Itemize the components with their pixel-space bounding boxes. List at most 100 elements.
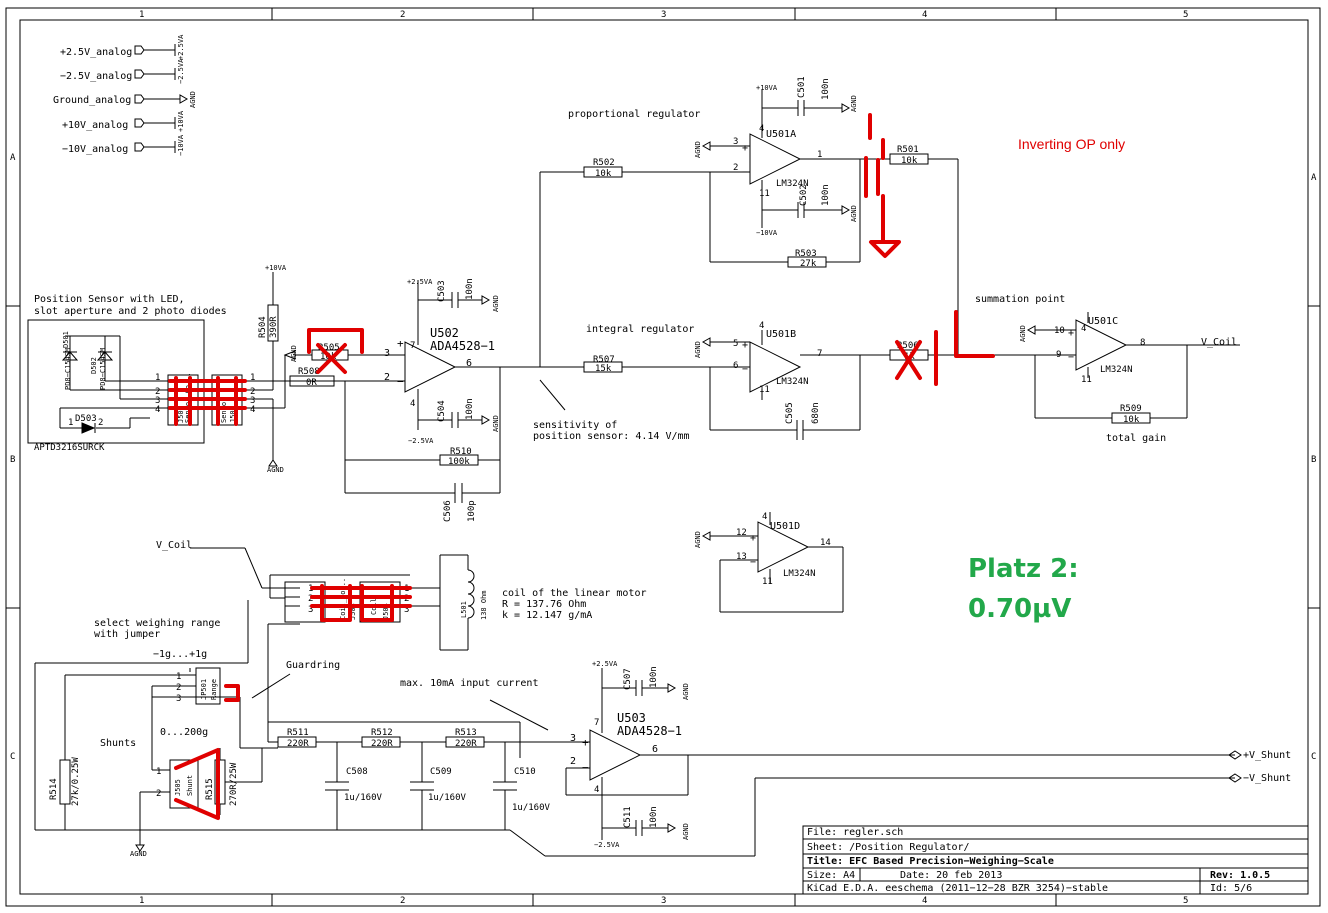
regulators: proportional regulator integral regulato…	[539, 76, 959, 440]
ref-label: R507	[593, 355, 615, 365]
pin-num: 1	[68, 418, 73, 428]
svg-text:−: −	[750, 557, 756, 568]
frame-col-label: 1	[139, 896, 144, 906]
power-symbol: AGND	[850, 95, 858, 112]
coil-note: k = 12.147 g/mA	[502, 610, 592, 621]
ref-label: R505	[318, 343, 340, 353]
svg-text:3: 3	[733, 137, 738, 147]
value-label: 220R	[287, 739, 309, 749]
red-markup	[168, 113, 995, 820]
svg-text:4: 4	[1081, 324, 1086, 334]
svg-text:12: 12	[736, 528, 747, 538]
frame-col-label: 2	[400, 10, 405, 20]
pin-num: 2	[155, 387, 160, 397]
net-label: V_Coil	[156, 540, 192, 551]
tb-rev: Rev: 1.0.5	[1210, 870, 1270, 881]
value-label: 100n	[465, 278, 475, 300]
value-label: 270R/25W	[229, 762, 239, 806]
tb-file: File: regler.sch	[807, 827, 903, 838]
value-label: 10k	[595, 169, 612, 179]
frame-col-label: 4	[922, 10, 927, 20]
svg-text:+: +	[742, 143, 748, 154]
sheet-frame: 1 2 3 4 5 1 2 3 4 5 A B C A B C	[5, 7, 1321, 907]
value-label: 220R	[455, 739, 477, 749]
weigh-note: with jumper	[94, 629, 160, 640]
frame-col-label: 5	[1183, 896, 1188, 906]
value-label: 100n	[649, 806, 659, 828]
power-symbol: AGND	[290, 345, 298, 362]
ref-label: R514	[49, 778, 59, 800]
value-label: LM324N	[783, 569, 816, 579]
svg-text:4: 4	[250, 405, 255, 415]
svg-text:11: 11	[759, 385, 770, 395]
value-label: 100n	[649, 666, 659, 688]
value-label: LM324N	[1100, 365, 1133, 375]
frame-col-label: 3	[661, 896, 666, 906]
tb-id: Id: 5/6	[1210, 883, 1252, 894]
tb-kicad: KiCad E.D.A. eeschema (2011−12−28 BZR 32…	[807, 883, 1108, 894]
frame-col-label: 5	[1183, 10, 1188, 20]
platz-title: Platz 2:	[968, 554, 1079, 584]
power-label: −10V_analog	[62, 144, 128, 155]
pin-num: 2	[98, 418, 103, 428]
platz-value: 0.70µV	[968, 594, 1071, 624]
svg-text:3: 3	[308, 605, 313, 615]
svg-text:3: 3	[176, 694, 181, 704]
value-label: 10k	[1123, 415, 1140, 425]
value-label: 100p	[467, 500, 477, 522]
svg-text:4: 4	[410, 399, 415, 409]
ref-label: C509	[430, 767, 452, 777]
power-symbol: AGND	[694, 531, 702, 548]
shunts-note: Shunts	[100, 738, 136, 749]
svg-text:2: 2	[733, 163, 738, 173]
value-label: 220R	[371, 739, 393, 749]
power-symbol: −10VA	[756, 229, 778, 237]
power-symbol: +10VA	[756, 84, 778, 92]
net-label: −V_Shunt	[1243, 773, 1291, 784]
value-label: 680n	[811, 402, 821, 424]
power-symbol: −2.5VA	[177, 58, 185, 84]
value-label: 100n	[821, 184, 831, 206]
value-label: PD8−C154SM	[64, 348, 72, 390]
sensor-note: slot aperture and 2 photo diodes	[34, 306, 227, 317]
svg-text:6: 6	[466, 358, 472, 369]
ref-label: R506	[897, 341, 919, 351]
ref-label: R510	[450, 447, 472, 457]
svg-text:2: 2	[250, 387, 255, 397]
ref-label: R508	[298, 367, 320, 377]
value-label: 390R	[269, 316, 279, 338]
frame-col-label: 2	[400, 896, 405, 906]
svg-text:−: −	[742, 167, 748, 178]
svg-text:1: 1	[156, 767, 161, 777]
power-symbol: AGND	[850, 205, 858, 222]
svg-text:7: 7	[594, 718, 599, 728]
svg-text:6: 6	[733, 361, 738, 371]
value-label: Shunt	[186, 775, 194, 796]
power-symbol: AGND	[682, 823, 690, 840]
ref-label: R509	[1120, 404, 1142, 414]
svg-text:11: 11	[759, 189, 770, 199]
inverting-note: Inverting OP only	[1018, 136, 1125, 152]
power-labels: +2.5V_analog −2.5V_analog Ground_analog …	[53, 34, 197, 156]
value-label: 100n	[465, 398, 475, 420]
svg-text:4: 4	[759, 124, 764, 134]
svg-text:10: 10	[1054, 326, 1065, 336]
ref-label: C504	[437, 400, 447, 422]
ref-label: C503	[437, 280, 447, 302]
ref-label: U501A	[766, 129, 796, 140]
tb-date: Date: 20 feb 2013	[900, 870, 1002, 881]
value-label: 1u/160V	[428, 793, 467, 803]
ref-label: JP501	[200, 679, 208, 700]
ref-label: D501	[62, 331, 70, 348]
power-symbol: AGND	[130, 850, 147, 858]
coil-section: V_Coil coil of the linear motor R = 137.…	[34, 540, 647, 858]
ref-label: C501	[797, 76, 807, 98]
ref-label: R503	[795, 249, 817, 259]
ref-label: R504	[258, 316, 268, 338]
value-label: LM324N	[776, 179, 809, 189]
value-label: 138 Ohm	[480, 590, 488, 620]
svg-text:+: +	[582, 736, 589, 749]
value-label: ADA4528−1	[617, 724, 682, 738]
ref-label: U503	[617, 711, 646, 725]
value-label: APTD3216SURCK	[34, 443, 105, 453]
